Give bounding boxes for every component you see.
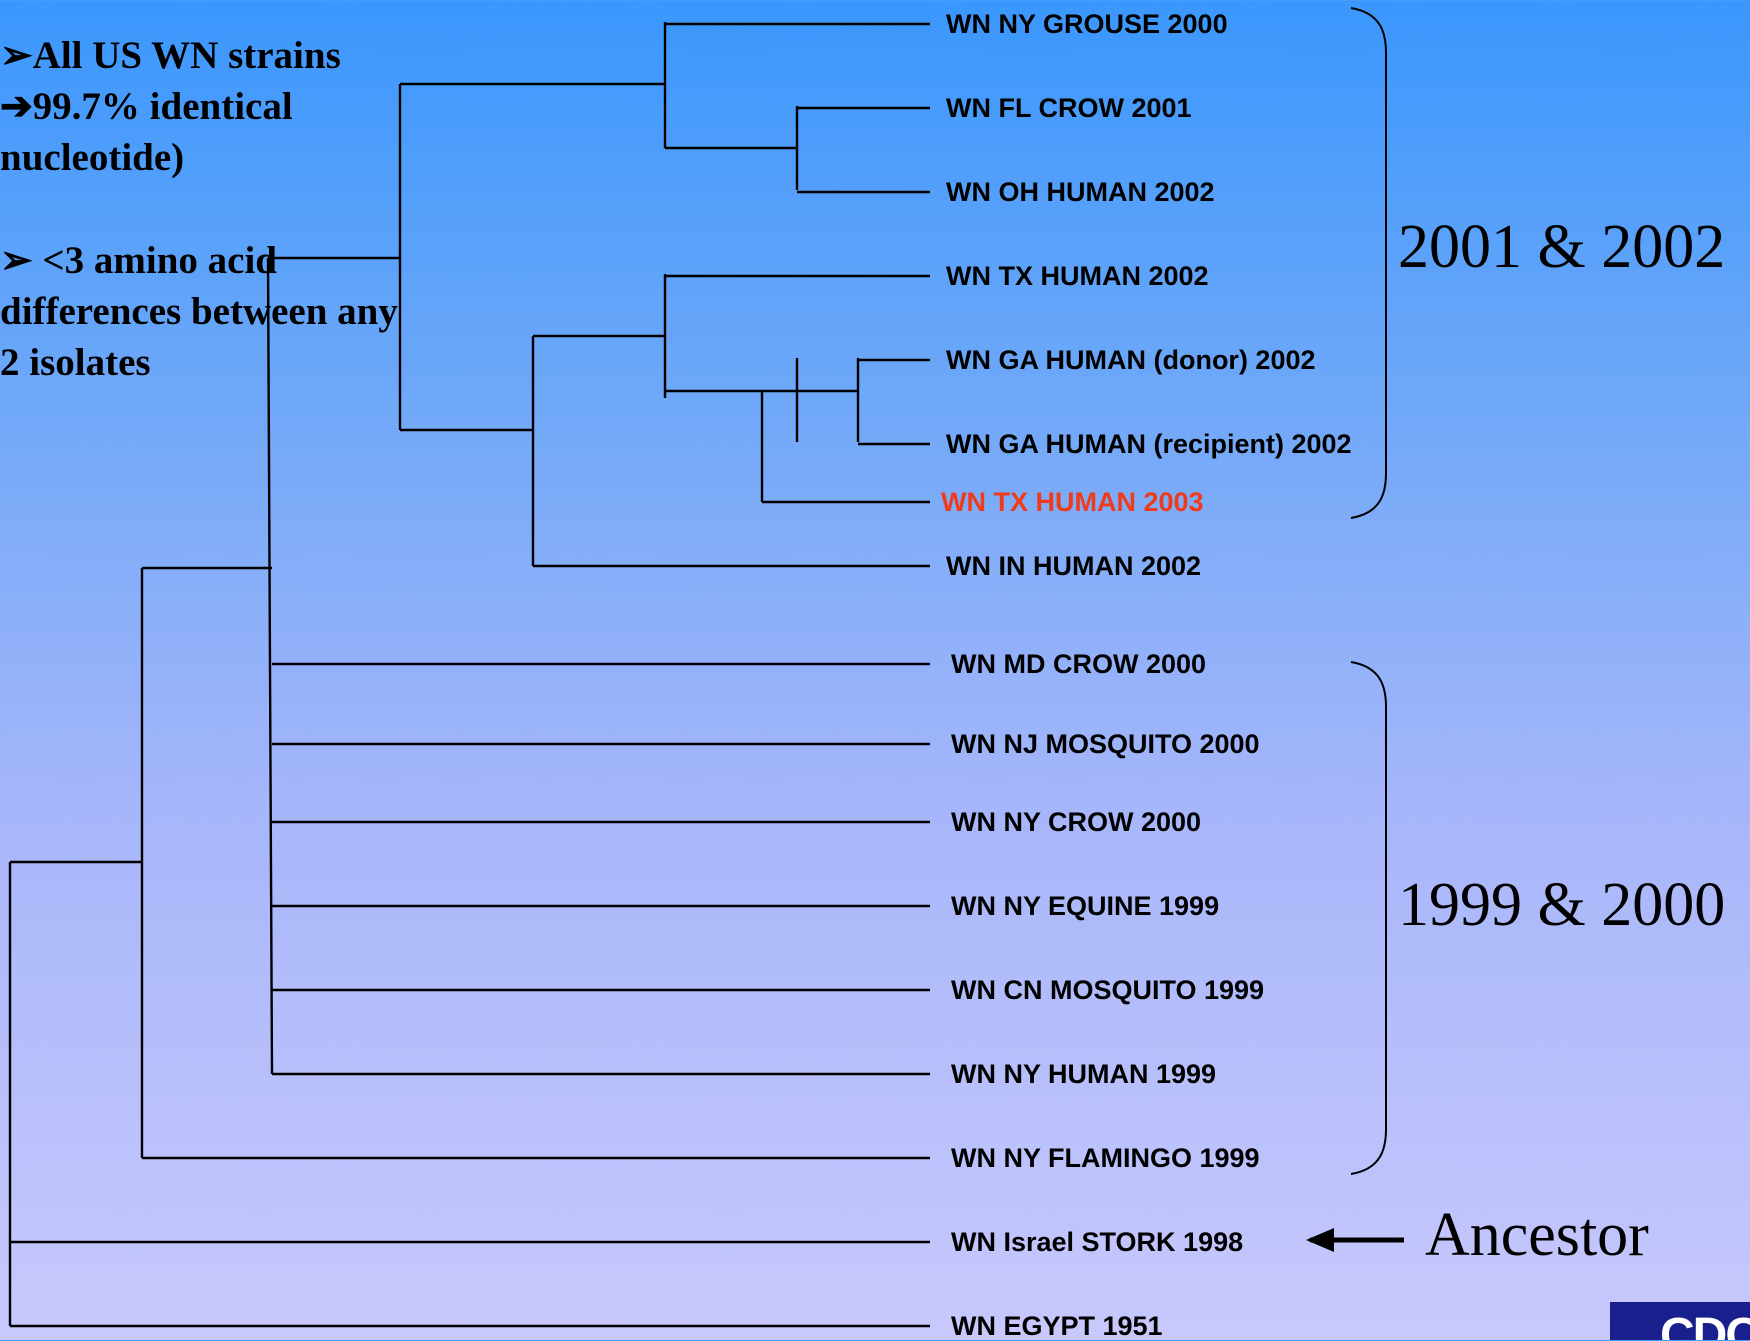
leaf-label: WN OH HUMAN 2002 (946, 177, 1215, 207)
ancestor-arrow-icon (1306, 1228, 1334, 1252)
leaf-label: WN NY EQUINE 1999 (951, 891, 1220, 921)
bracket (1350, 7, 1387, 519)
bracket (1350, 661, 1387, 1175)
cdc-logo-text: CDC (1660, 1309, 1750, 1340)
ancestor-label: Ancestor (1425, 1201, 1649, 1269)
note-line: 2 isolates (0, 341, 151, 384)
leaf-label: WN TX HUMAN 2002 (946, 261, 1209, 291)
leaf-label: WN NJ MOSQUITO 2000 (951, 729, 1260, 759)
note-amino-acid-differences: ➢ <3 amino acid differences between any … (0, 235, 440, 388)
bracket-label: 2001 & 2002 (1398, 213, 1726, 281)
note-line: ➔99.7% identical (0, 85, 293, 128)
leaf-label: WN IN HUMAN 2002 (946, 551, 1202, 581)
leaf-label: WN EGYPT 1951 (951, 1311, 1163, 1341)
leaf-label: WN NY HUMAN 1999 (951, 1059, 1217, 1089)
note-line: ➢ <3 amino acid (0, 239, 277, 282)
leaf-label: WN FL CROW 2001 (946, 93, 1192, 123)
tree-node (266, 257, 274, 1075)
leaf-label: WN GA HUMAN (donor) 2002 (946, 345, 1316, 375)
bracket-label: 1999 & 2000 (1398, 871, 1726, 939)
note-line: ➢All US WN strains (0, 34, 341, 77)
leaf-label: WN NY FLAMINGO 1999 (951, 1143, 1260, 1173)
leaf-label: WN CN MOSQUITO 1999 (951, 975, 1265, 1005)
notes-panel: ➢All US WN strains ➔99.7% identical nucl… (0, 30, 440, 440)
note-nucleotide-identity: ➢All US WN strains ➔99.7% identical nucl… (0, 30, 440, 183)
note-line: differences between any (0, 290, 398, 333)
leaf-label: WN Israel STORK 1998 (951, 1227, 1244, 1257)
leaf-label: WN TX HUMAN 2003 (941, 487, 1204, 517)
leaf-label: WN GA HUMAN (recipient) 2002 (946, 429, 1352, 459)
leaf-label: WN NY CROW 2000 (951, 807, 1202, 837)
cdc-logo: CDC (1610, 1302, 1750, 1340)
leaf-label: WN MD CROW 2000 (951, 649, 1207, 679)
leaf-label: WN NY GROUSE 2000 (946, 9, 1228, 39)
note-line: nucleotide) (0, 136, 185, 179)
